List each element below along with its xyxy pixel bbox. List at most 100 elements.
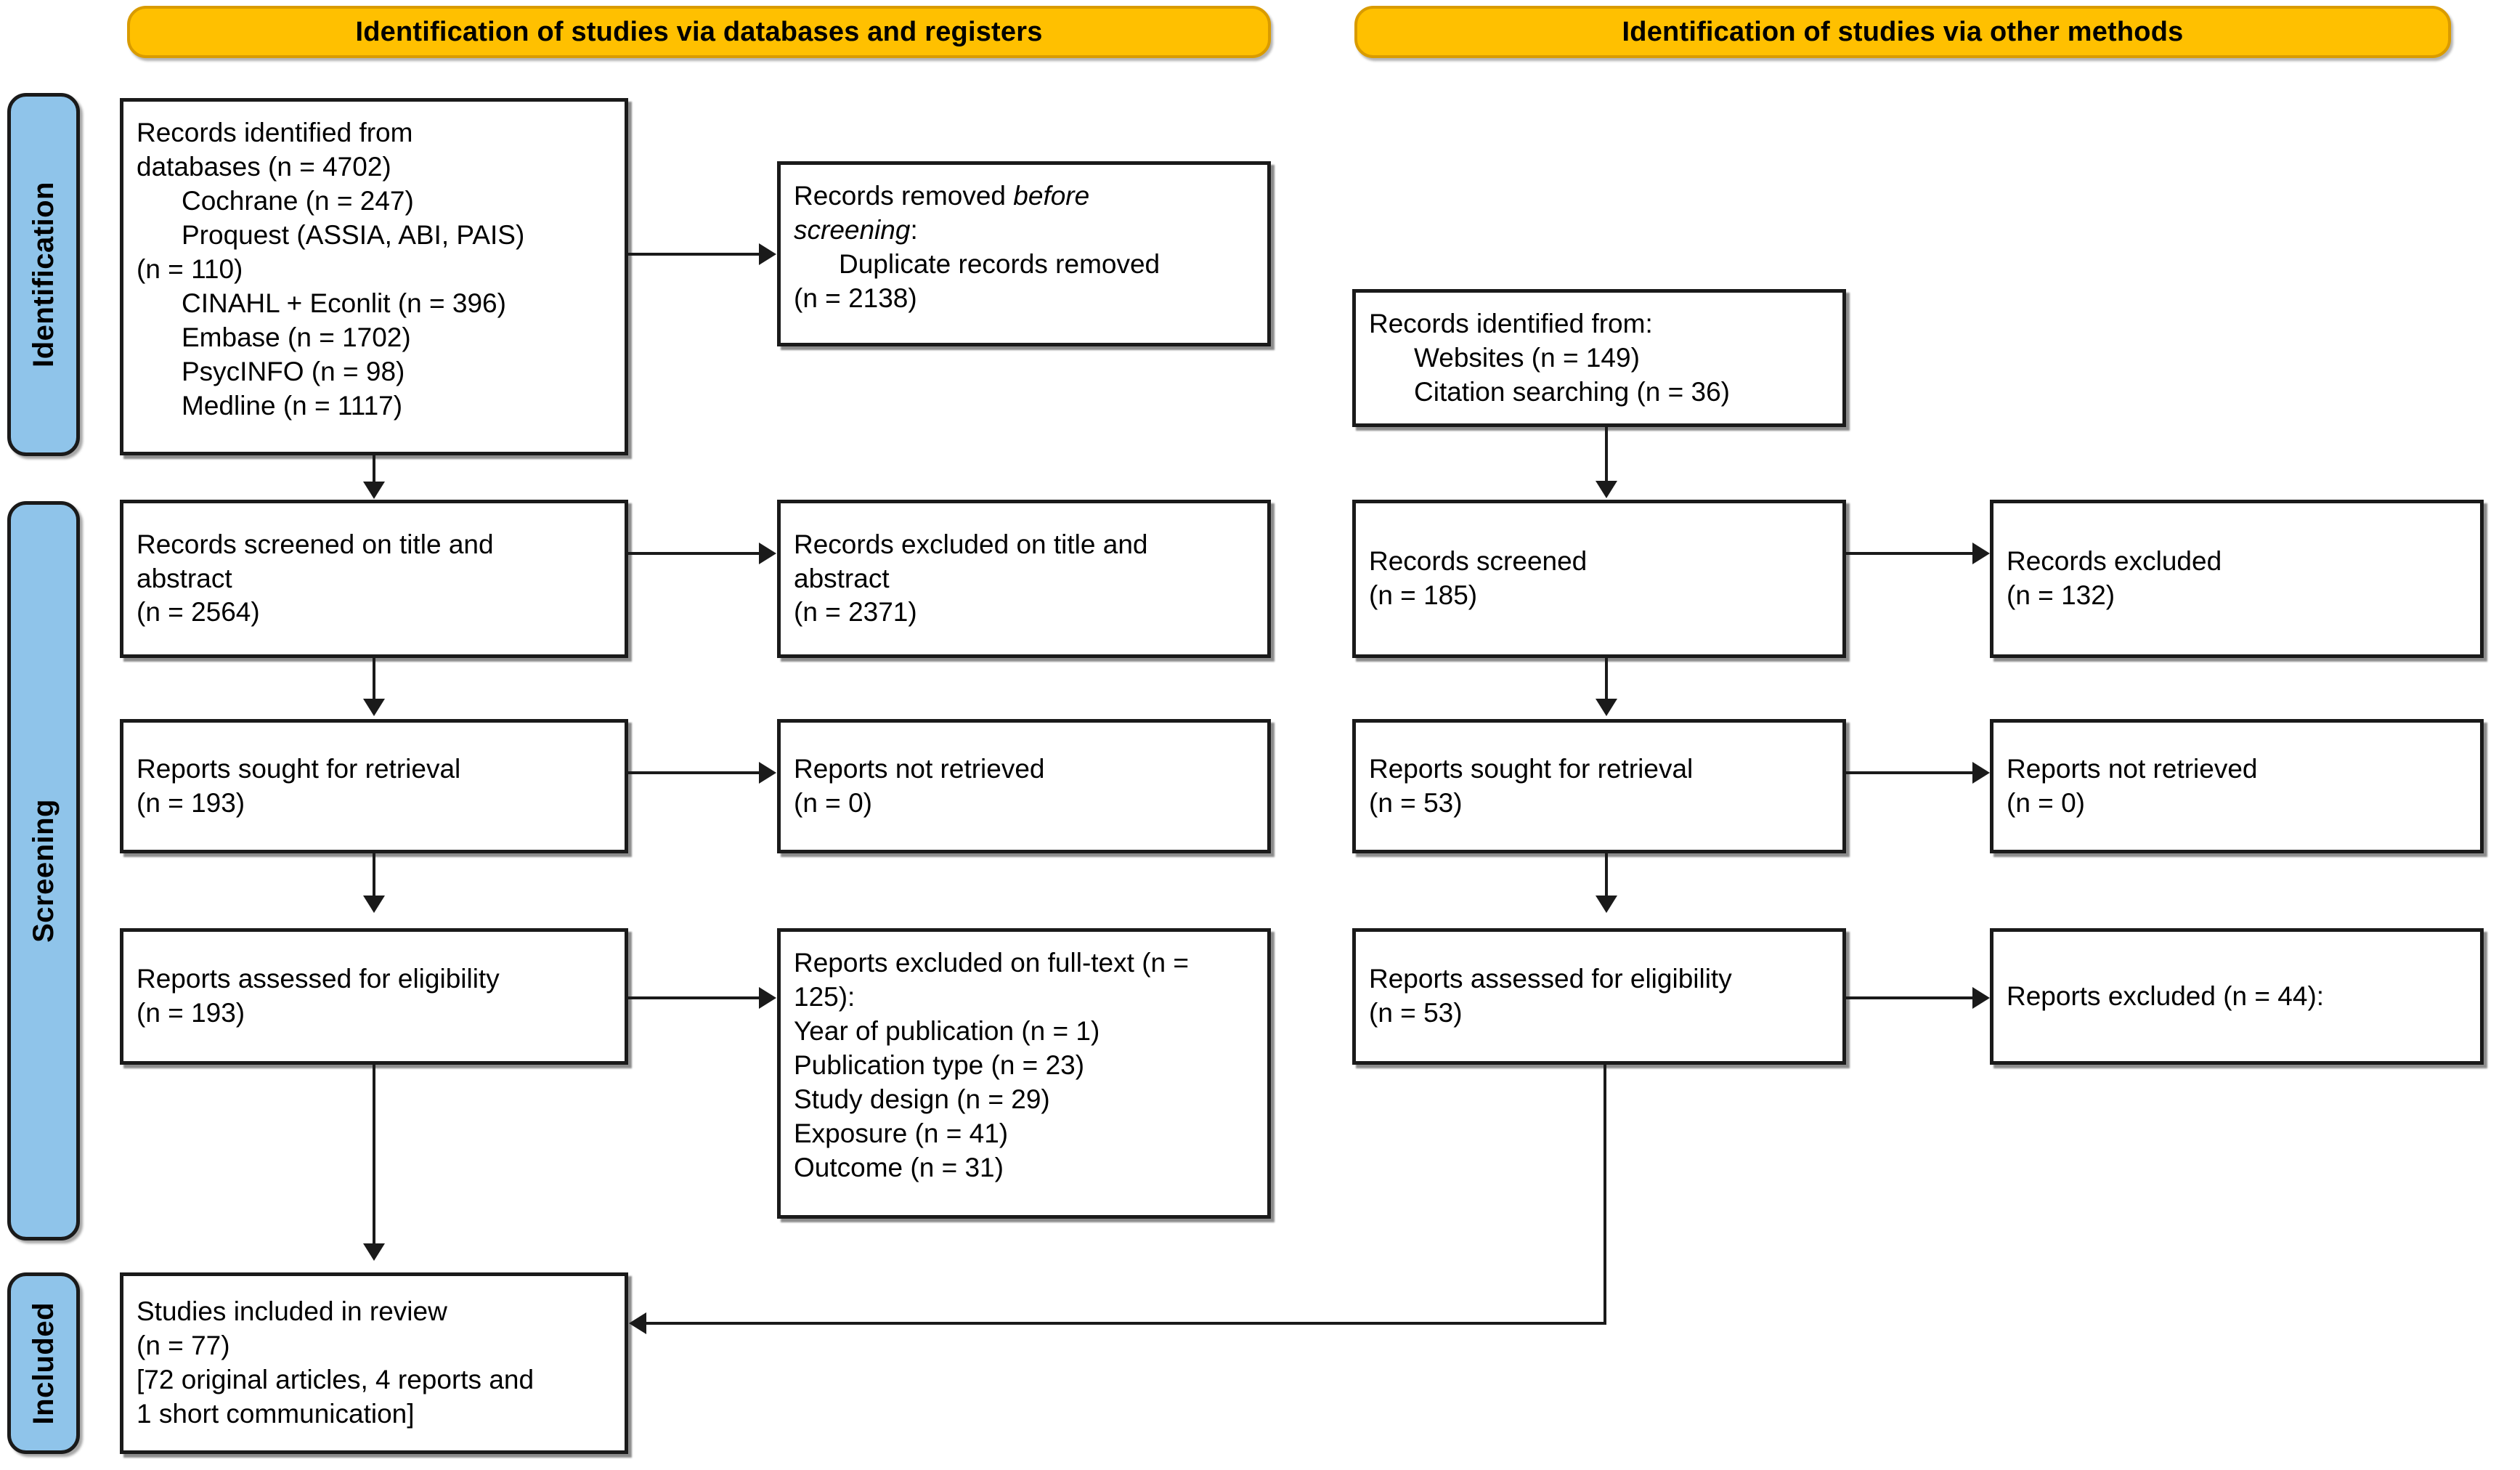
box-records-screened-other: Records screened (n = 185) [1352, 500, 1846, 658]
records-screened-other-line1: Records screened [1369, 546, 1588, 577]
connector-identified-to-screened [373, 455, 375, 483]
arrowhead-other-to-included [629, 1312, 646, 1334]
reports-not-retrieved-db-n: (n = 0) [794, 787, 872, 818]
arrowhead-assessed-to-excluded-other [1972, 987, 1990, 1009]
records-identified-other-citation: Citation searching (n = 36) [1414, 376, 1730, 407]
records-screened-db-n: (n = 2564) [137, 597, 260, 628]
box-reports-assessed-other: Reports assessed for eligibility (n = 53… [1352, 928, 1846, 1065]
records-screened-other-n: (n = 185) [1369, 580, 1478, 610]
box-reports-assessed-databases: Reports assessed for eligibility (n = 19… [120, 928, 628, 1065]
box-reports-sought-databases: Reports sought for retrieval (n = 193) [120, 719, 628, 853]
arrowhead-identified-to-removed [759, 243, 776, 265]
arrowhead-screened-to-sought-db [363, 699, 385, 716]
studies-included-note2: 1 short communication] [137, 1398, 415, 1429]
arrowhead-screened-to-excluded-db [759, 543, 776, 564]
connector-assessed-to-excluded-db [628, 996, 759, 999]
connector-screened-to-sought-db [373, 658, 375, 700]
header-other-label: Identification of studies via other meth… [1622, 16, 2184, 47]
connector-assessed-to-excluded-other [1846, 996, 1973, 999]
connector-sought-to-assessed-other [1605, 853, 1608, 897]
arrowhead-identified-to-screened [363, 482, 385, 499]
records-identified-db-medline: Medline (n = 1117) [182, 390, 403, 421]
arrowhead-sought-to-notretrieved-other [1972, 762, 1990, 784]
reports-excluded-db-line1: Reports excluded on full-text (n = [794, 948, 1189, 978]
header-other-methods: Identification of studies via other meth… [1354, 6, 2451, 58]
reports-excluded-other-line1: Reports excluded (n = 44): [2007, 980, 2325, 1011]
records-identified-db-cochrane: Cochrane (n = 247) [182, 185, 414, 216]
stage-label-screening: Screening [7, 501, 80, 1240]
stage-screening-text: Screening [27, 799, 60, 943]
box-reports-sought-other: Reports sought for retrieval (n = 53) [1352, 719, 1846, 853]
header-databases-label: Identification of studies via databases … [355, 16, 1043, 47]
box-studies-included: Studies included in review (n = 77) [72 … [120, 1272, 628, 1454]
box-records-removed-before-screening: Records removed before screening: Duplic… [777, 161, 1271, 346]
reports-not-retrieved-other-line1: Reports not retrieved [2007, 753, 2258, 784]
reports-assessed-other-line1: Reports assessed for eligibility [1369, 964, 1732, 994]
arrowhead-identified-to-screened-other [1596, 481, 1617, 498]
reports-sought-other-line1: Reports sought for retrieval [1369, 753, 1694, 784]
records-identified-db-line1: Records identified from [137, 118, 413, 147]
reports-excluded-db-outcome: Outcome (n = 31) [794, 1152, 1004, 1182]
connector-identified-to-removed [628, 253, 759, 256]
reports-sought-db-line1: Reports sought for retrieval [137, 753, 461, 784]
stage-label-included: Included [7, 1272, 80, 1454]
records-identified-other-websites: Websites (n = 149) [1414, 342, 1640, 373]
box-records-identified-other: Records identified from: Websites (n = 1… [1352, 289, 1846, 427]
arrowhead-sought-to-notretrieved-db [759, 762, 776, 784]
reports-not-retrieved-other-n: (n = 0) [2007, 787, 2085, 818]
box-records-identified-databases: Records identified from databases (n = 4… [120, 98, 628, 455]
records-identified-db-psycinfo: PsycINFO (n = 98) [182, 356, 405, 386]
connector-sought-to-notretrieved-other [1846, 771, 1973, 774]
studies-included-line1: Studies included in review [137, 1296, 447, 1327]
stage-label-identification: Identification [7, 93, 80, 456]
studies-included-note1: [72 original articles, 4 reports and [137, 1365, 535, 1394]
records-screened-db-line1: Records screened on title and [137, 529, 494, 559]
arrowhead-sought-to-assessed-db [363, 896, 385, 913]
connector-sought-to-assessed-db [373, 853, 375, 897]
records-excluded-db-line1: Records excluded on title and [794, 529, 1148, 559]
connector-assessed-to-included [373, 1065, 375, 1245]
box-reports-not-retrieved-databases: Reports not retrieved (n = 0) [777, 719, 1271, 853]
box-reports-excluded-databases: Reports excluded on full-text (n = 125):… [777, 928, 1271, 1219]
records-excluded-db-n: (n = 2371) [794, 597, 917, 628]
box-reports-excluded-other: Reports excluded (n = 44): [1990, 928, 2484, 1065]
box-records-excluded-other: Records excluded (n = 132) [1990, 500, 2484, 658]
reports-excluded-db-year: Year of publication (n = 1) [794, 1015, 1100, 1046]
reports-excluded-db-line2: 125): [794, 981, 855, 1012]
records-identified-db-proquest: Proquest (ASSIA, ABI, PAIS) [182, 219, 525, 250]
connector-other-elbow-horizontal [646, 1322, 1606, 1325]
arrowhead-screened-to-sought-other [1596, 699, 1617, 716]
arrowhead-sought-to-assessed-other [1596, 896, 1617, 913]
connector-screened-to-excluded-other [1846, 552, 1973, 555]
arrowhead-assessed-to-included [363, 1243, 385, 1261]
connector-other-elbow-vertical [1604, 1065, 1606, 1323]
stage-identification-text: Identification [27, 182, 60, 368]
reports-sought-db-n: (n = 193) [137, 787, 245, 818]
box-records-screened-databases: Records screened on title and abstract (… [120, 500, 628, 658]
records-excluded-other-n: (n = 132) [2007, 580, 2115, 610]
reports-excluded-db-pubtype: Publication type (n = 23) [794, 1049, 1085, 1080]
arrowhead-assessed-to-excluded-db [759, 987, 776, 1009]
connector-screened-to-sought-other [1605, 658, 1608, 700]
records-identified-db-line2: databases (n = 4702) [137, 151, 391, 182]
box-reports-not-retrieved-other: Reports not retrieved (n = 0) [1990, 719, 2484, 853]
header-databases-registers: Identification of studies via databases … [127, 6, 1271, 58]
connector-identified-to-screened-other [1605, 427, 1608, 482]
stage-included-text: Included [27, 1302, 60, 1425]
records-screened-db-line2: abstract [137, 563, 232, 593]
records-excluded-db-line2: abstract [794, 563, 890, 593]
records-identified-db-embase: Embase (n = 1702) [182, 322, 411, 352]
connector-screened-to-excluded-db [628, 552, 759, 555]
reports-excluded-db-design: Study design (n = 29) [794, 1084, 1050, 1114]
records-removed-n: (n = 2138) [794, 283, 917, 313]
box-records-excluded-databases: Records excluded on title and abstract (… [777, 500, 1271, 658]
reports-assessed-db-n: (n = 193) [137, 998, 245, 1028]
records-identified-db-cinahl: CINAHL + Econlit (n = 396) [182, 288, 506, 318]
reports-assessed-db-line1: Reports assessed for eligibility [137, 964, 500, 994]
reports-excluded-db-exposure: Exposure (n = 41) [794, 1118, 1009, 1148]
connector-sought-to-notretrieved-db [628, 771, 759, 774]
studies-included-n: (n = 77) [137, 1331, 230, 1361]
records-removed-line2: screening: [794, 214, 918, 245]
records-removed-line1: Records removed before [794, 181, 1090, 211]
